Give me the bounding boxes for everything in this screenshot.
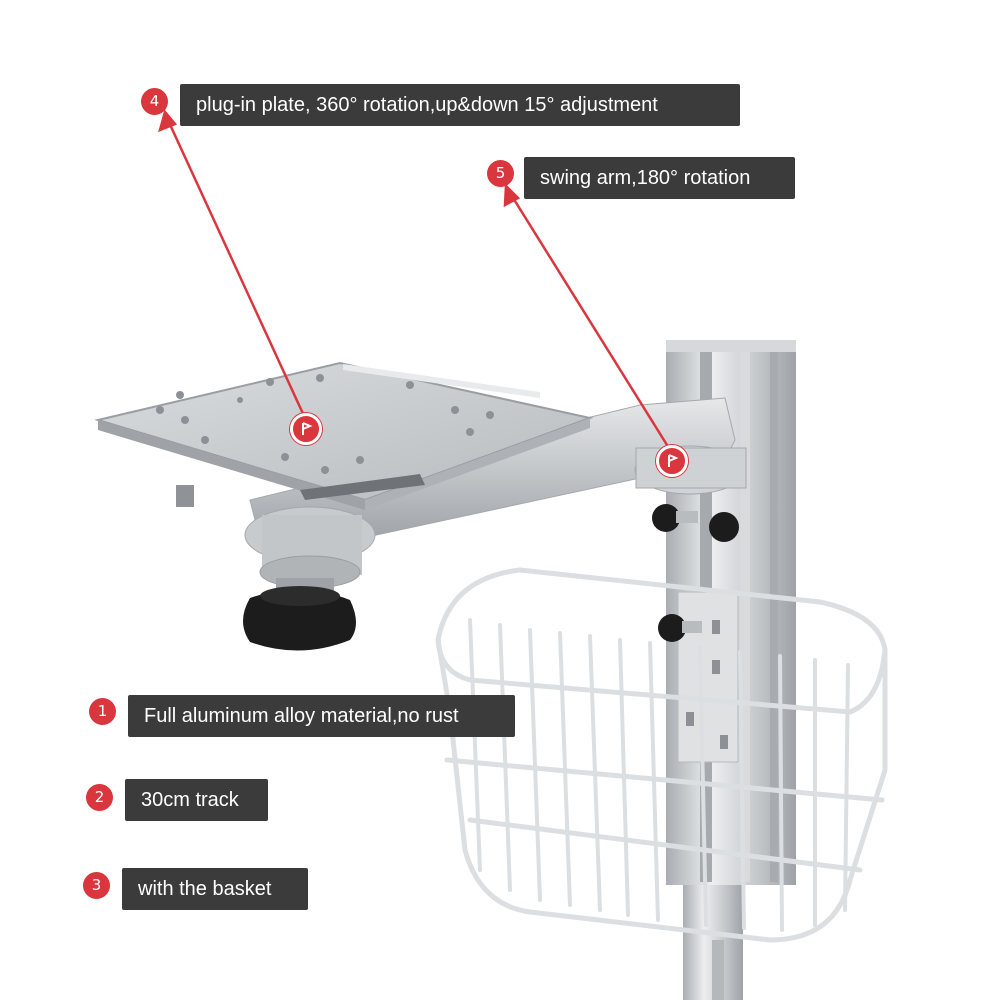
pole	[683, 880, 743, 1000]
wire-basket	[435, 567, 888, 943]
callout-label-swing-arm: swing arm,180° rotation	[524, 157, 795, 199]
swing-arm	[244, 397, 747, 589]
arm-marker	[656, 445, 688, 477]
callout-badge-3: 3	[83, 872, 110, 899]
plate-marker	[290, 413, 322, 445]
pin-flag-icon	[302, 422, 313, 435]
callout-badge-2: 2	[86, 784, 113, 811]
callout-label-plug-in-plate: plug-in plate, 360° rotation,up&down 15°…	[180, 84, 740, 126]
callout-badge-4: 4	[141, 88, 168, 115]
callout-badge-5: 5	[487, 160, 514, 187]
callout-label-track: 30cm track	[125, 779, 268, 821]
plate-knob	[176, 485, 356, 651]
callout-lines	[158, 109, 674, 454]
pin-flag-icon	[668, 454, 679, 467]
track-knobs	[652, 504, 739, 642]
plug-in-plate	[94, 361, 594, 510]
callout-badge-1: 1	[89, 698, 116, 725]
callout-label-basket: with the basket	[122, 868, 308, 910]
callout-label-aluminum: Full aluminum alloy material,no rust	[128, 695, 515, 737]
